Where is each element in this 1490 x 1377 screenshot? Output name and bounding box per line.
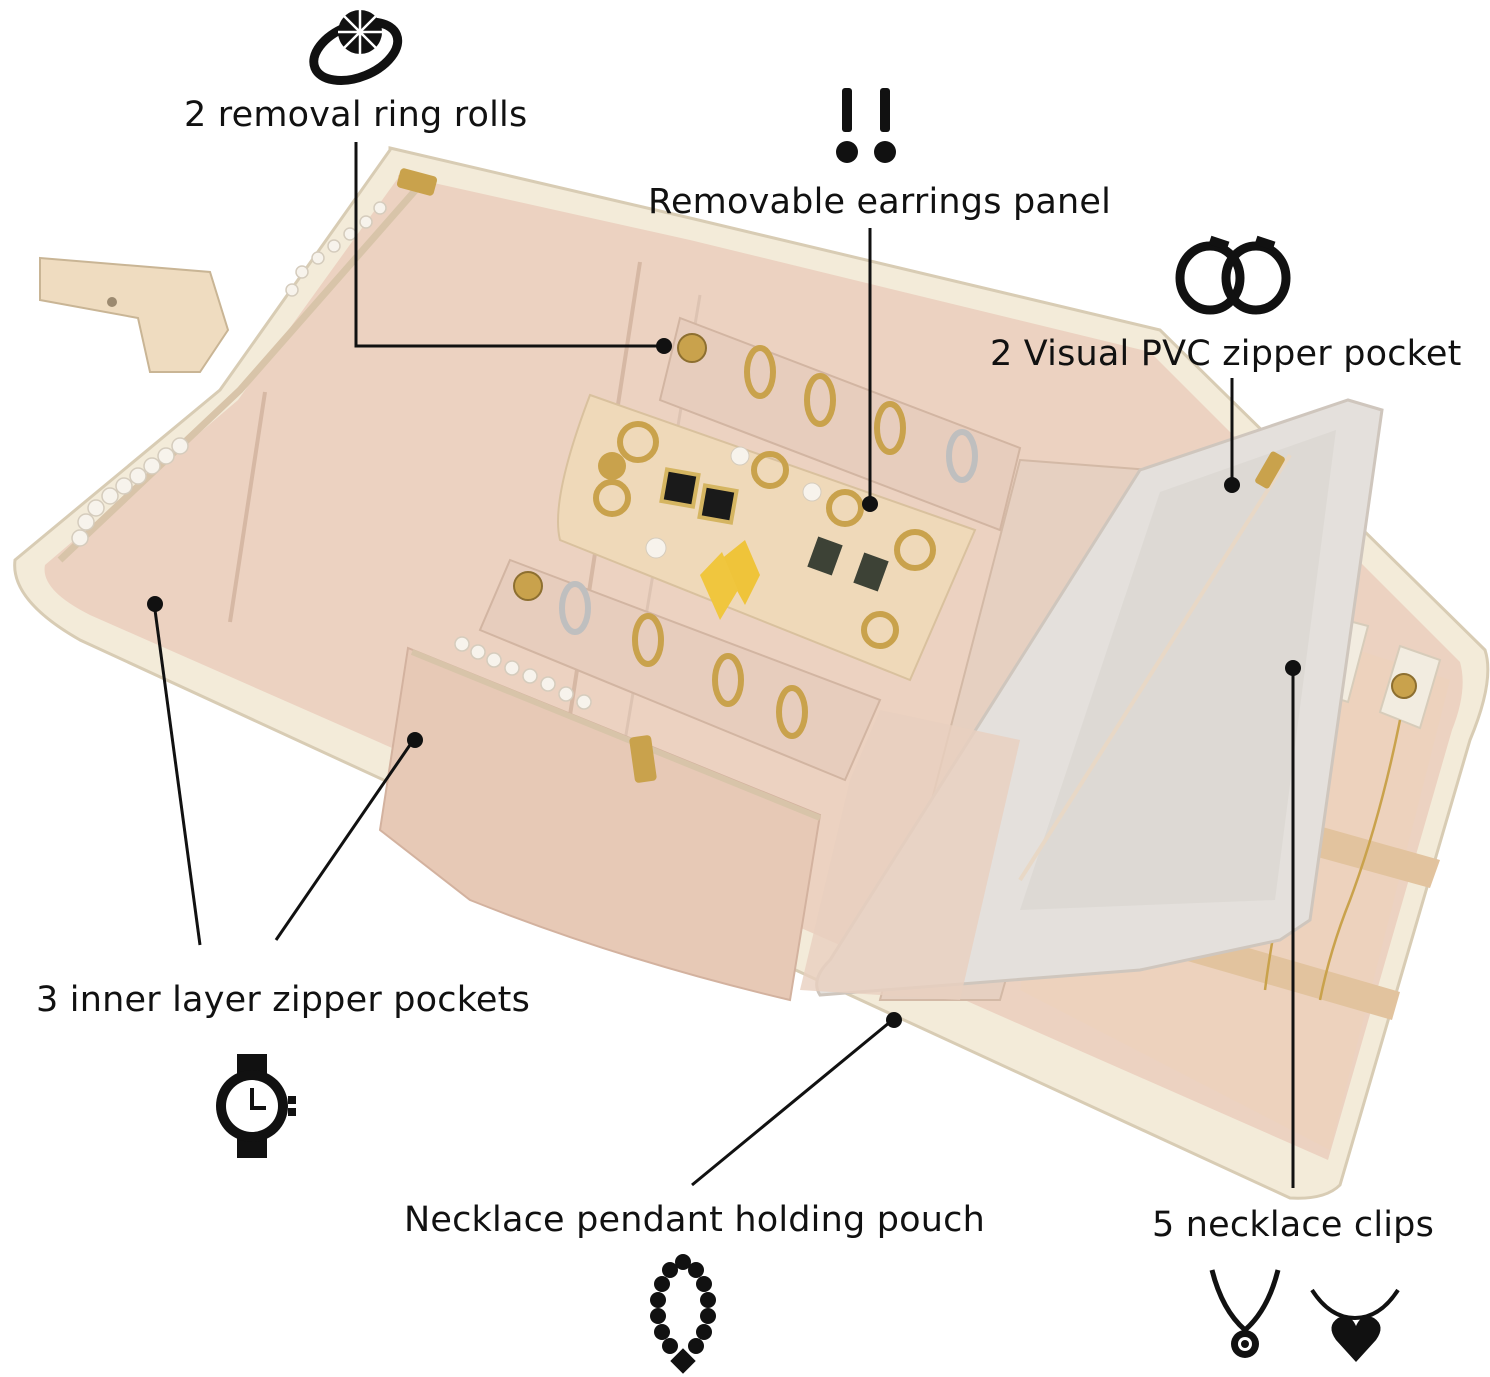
necklace-pouch [378, 646, 822, 1002]
hoop-earrings-icon [1175, 235, 1291, 315]
pvc-zipper-pull [1255, 451, 1285, 489]
earrings-panel [557, 393, 977, 682]
leader-dots [147, 338, 1301, 1028]
label-earrings-panel: Removable earrings panel [648, 182, 1112, 222]
zipper-pocket-left [57, 182, 423, 563]
pearl-strand-left [71, 201, 387, 547]
label-ring-rolls: 2 removal ring rolls [184, 95, 528, 135]
leader-inner-mid [274, 741, 414, 941]
fold-line-left [228, 391, 267, 623]
zipper-pull-top [396, 168, 438, 196]
pearl-strand-pouch [454, 636, 592, 710]
leader-inner-left [153, 609, 202, 946]
inner-pocket-middle [800, 710, 1020, 1000]
heart-necklace-icon [1310, 1288, 1400, 1362]
pendant-necklace-icon [1209, 1269, 1281, 1358]
ring-icon [309, 10, 403, 85]
earrings-icon [836, 88, 896, 163]
label-necklace-clips: 5 necklace clips [1152, 1205, 1435, 1245]
leader-pendant-pouch [691, 1020, 891, 1187]
earrings [593, 421, 936, 649]
label-pvc-pocket: 2 Visual PVC zipper pocket [990, 334, 1462, 374]
beaded-necklace-icon [650, 1254, 716, 1374]
label-pendant-pouch: Necklace pendant holding pouch [404, 1200, 985, 1240]
leader-ring-rolls [354, 142, 664, 348]
strap [39, 256, 230, 373]
rings-top [744, 345, 978, 483]
leader-lines [153, 142, 1295, 1188]
zipper-pull-pouch [629, 735, 657, 783]
label-inner-pockets: 3 inner layer zipper pockets [36, 980, 531, 1020]
rings-bottom [559, 581, 808, 739]
watch-icon [216, 1054, 296, 1158]
